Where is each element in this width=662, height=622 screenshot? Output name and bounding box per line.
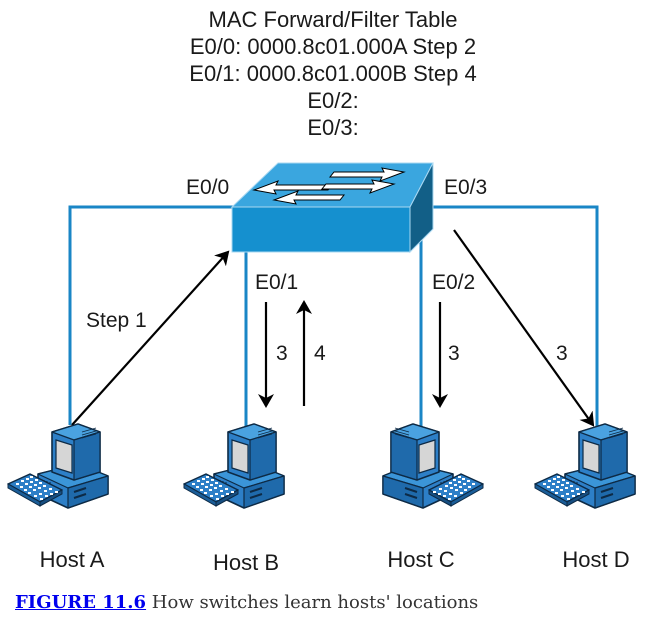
- e01-up-label: 4: [314, 342, 326, 365]
- mac-table-row: E0/3:: [307, 115, 358, 140]
- host-label: Host C: [387, 547, 454, 572]
- mac-table-row: E0/0: 0000.8c01.000A Step 2: [190, 34, 476, 59]
- host-label: Host B: [213, 550, 279, 575]
- port-label-e00: E0/0: [186, 176, 229, 199]
- link-e03-host-d: [430, 205, 599, 428]
- e03-down-label: 3: [556, 342, 568, 365]
- step1-arrow: [71, 250, 230, 426]
- switch-icon: [230, 162, 434, 254]
- host-c: Host C: [382, 423, 484, 572]
- caption-text: How switches learn hosts' locations: [146, 592, 479, 613]
- host-b: Host B: [183, 423, 285, 575]
- network-diagram: MAC Forward/Filter Table E0/0: 0000.8c01…: [7, 7, 636, 575]
- mac-table-title: MAC Forward/Filter Table: [209, 7, 458, 32]
- e01-down-label: 3: [276, 342, 288, 365]
- step1-label: Step 1: [86, 309, 147, 332]
- computer-icon: [183, 423, 285, 509]
- port-label-e02: E0/2: [432, 271, 475, 294]
- e02-down-label: 3: [448, 342, 460, 365]
- host-d: Host D: [534, 423, 636, 572]
- mac-table-row: E0/2:: [307, 88, 358, 113]
- host-label: Host A: [40, 547, 105, 572]
- e03-down-arrow: [453, 229, 595, 427]
- figure-link[interactable]: FIGURE 11.6: [15, 592, 147, 613]
- computer-icon: [534, 423, 636, 509]
- figure-caption: FIGURE 11.6 How switches learn hosts' lo…: [15, 592, 478, 613]
- host-a: Host A: [7, 423, 109, 572]
- computer-icon: [7, 423, 109, 509]
- port-label-e01: E0/1: [255, 271, 298, 294]
- mac-table-row: E0/1: 0000.8c01.000B Step 4: [189, 61, 476, 86]
- link-e00-host-a: [68, 205, 235, 425]
- port-label-e03: E0/3: [444, 176, 487, 199]
- host-label: Host D: [562, 547, 629, 572]
- computer-icon: [382, 423, 484, 509]
